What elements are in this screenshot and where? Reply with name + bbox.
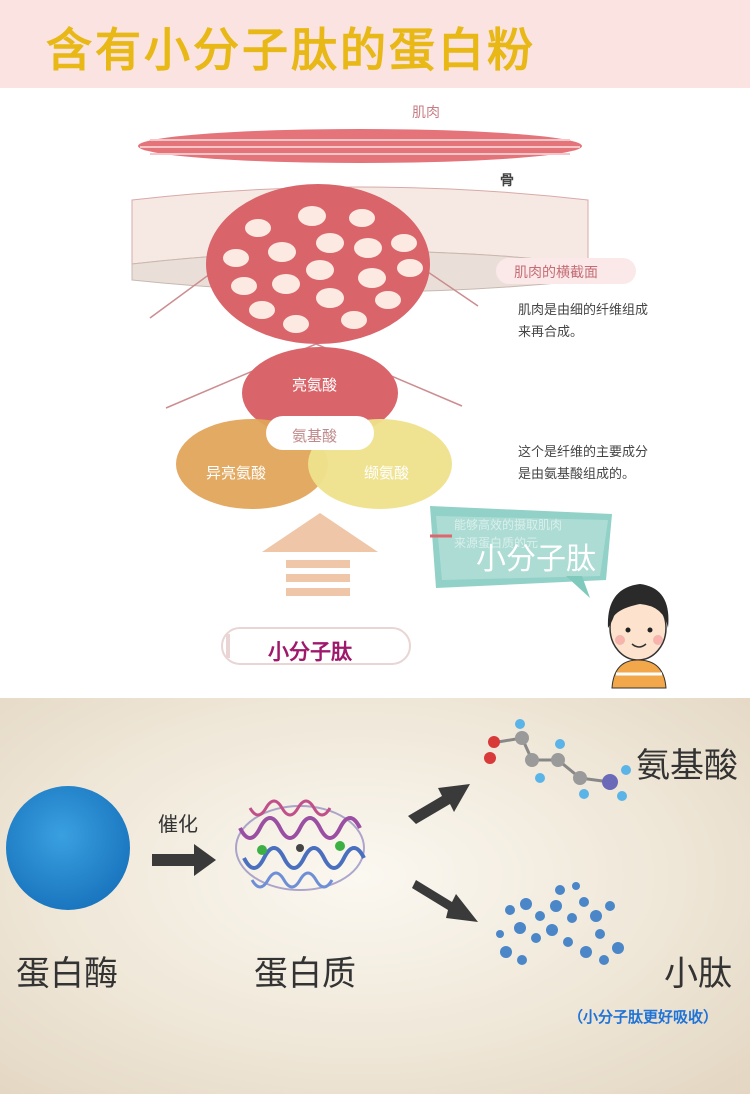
small-peptide-label: 小肽	[664, 954, 732, 994]
enzyme-label: 蛋白酶	[16, 954, 118, 994]
bubble-faded-text: 能够高效的摄取肌肉 来源蛋白质的元	[454, 516, 562, 552]
bubble-faded-line-2: 来源蛋白质的元	[454, 536, 539, 550]
cross-section-label: 肌肉的横截面	[514, 265, 598, 281]
fiber-note: 这个是纤维的主要成分 是由氨基酸组成的。	[518, 442, 648, 486]
enzyme-disk	[6, 786, 130, 910]
boy-avatar	[607, 584, 669, 689]
small-peptide-button-label: 小分子肽	[268, 640, 352, 664]
amino-acid-center-label: 氨基酸	[292, 427, 338, 445]
catalysis-label: 催化	[158, 812, 198, 836]
header-banner: 含有小分子肽的蛋白粉	[0, 0, 750, 88]
amino-acid-center	[266, 416, 374, 450]
arrow-to-amino-acid	[408, 784, 470, 824]
speech-bubble	[430, 506, 612, 598]
bubble-faded-line-1: 能够高效的摄取肌肉	[454, 518, 563, 532]
absorption-note: （小分子肽更好吸收）	[568, 1008, 719, 1026]
fiber-note-line-2: 是由氨基酸组成的。	[518, 467, 636, 482]
cross-section-tag	[496, 258, 636, 284]
page-title: 含有小分子肽的蛋白粉	[46, 23, 536, 77]
amino-acid-label: 氨基酸	[636, 746, 738, 786]
protein-structure	[235, 799, 366, 891]
muscle-note: 肌肉是由细的纤维组成 来再合成。	[518, 300, 648, 344]
small-peptide-pill	[221, 627, 411, 665]
fiber-note-line-1: 这个是纤维的主要成分	[518, 445, 649, 460]
valine-label: 缬氨酸	[364, 464, 410, 482]
isoleucine-label: 异亮氨酸	[206, 464, 267, 482]
muscle-cross-section	[206, 184, 430, 344]
small-peptide-cluster	[496, 882, 624, 965]
bubble-title: 小分子肽	[476, 542, 596, 577]
muscle-label: 肌肉	[412, 105, 440, 121]
digestion-panel: 催化 蛋白酶 蛋白质 氨基酸 小肽 （小分子肽更好吸收）	[0, 698, 750, 1094]
muscle-note-line-2: 来再合成。	[518, 325, 584, 340]
muscle-note-line-1: 肌肉是由细的纤维组成	[518, 303, 649, 318]
arrow-to-small-peptide	[412, 880, 478, 922]
up-arrow	[262, 513, 378, 596]
amino-acid-molecule	[484, 719, 631, 801]
muscle-structure-diagram	[131, 129, 669, 689]
amino-acid-venn	[176, 347, 452, 509]
muscle-structure-panel: 肌肉 骨 肌肉的横截面 肌肉是由细的纤维组成 来再合成。 这个是纤维的主要成分 …	[0, 88, 750, 698]
protein-label: 蛋白质	[254, 954, 356, 994]
leucine-label: 亮氨酸	[292, 376, 338, 394]
digestion-diagram	[6, 719, 631, 965]
leucine-circle	[242, 347, 398, 439]
catalysis-arrow	[152, 844, 216, 876]
bone-label: 骨	[500, 173, 514, 189]
